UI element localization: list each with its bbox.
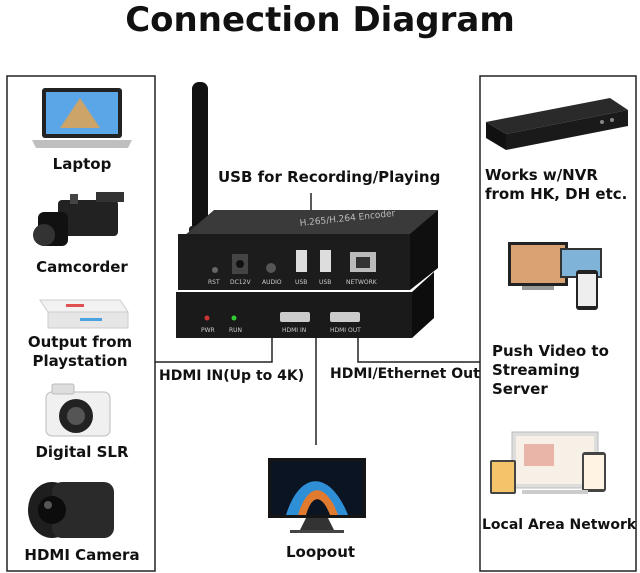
loopout-label: Loopout bbox=[286, 543, 356, 561]
hdmi-out-label: HDMI/Ethernet Out bbox=[330, 366, 480, 382]
port-label-pwr: PWR bbox=[201, 327, 215, 334]
port-label-dc12v: DC12V bbox=[230, 279, 251, 286]
outputs-box bbox=[479, 75, 637, 572]
source-label-laptop: Laptop bbox=[52, 155, 112, 173]
port-label-audio: AUDIO bbox=[262, 279, 282, 286]
dslr-icon bbox=[45, 383, 111, 437]
loopout-monitor-icon bbox=[268, 458, 366, 533]
laptop-icon bbox=[32, 88, 132, 148]
hdmi-out-line bbox=[357, 336, 480, 363]
usb-label: USB for Recording/Playing bbox=[218, 168, 441, 186]
output-label-nvr: Works w/NVR from HK, DH etc. bbox=[485, 166, 628, 203]
port-label-usb-1: USB bbox=[295, 279, 307, 286]
page-title: Connection Diagram bbox=[125, 0, 515, 40]
encoder-device-icon bbox=[176, 210, 438, 338]
hdmi-in-label: HDMI IN(Up to 4K) bbox=[159, 368, 305, 384]
streaming-screens-icon bbox=[508, 242, 602, 310]
sources-box bbox=[6, 75, 156, 572]
output-label-streaming: Push Video to Streaming Server bbox=[492, 342, 609, 398]
port-label-network: NETWORK bbox=[346, 279, 378, 286]
nvr-icon bbox=[486, 98, 628, 150]
port-label-run: RUN bbox=[229, 327, 242, 334]
output-label-lan: Local Area Network bbox=[482, 517, 637, 533]
lan-devices-icon bbox=[490, 431, 606, 494]
port-label-rst: RST bbox=[208, 279, 220, 286]
hdmi-in-line bbox=[155, 336, 273, 363]
source-label-hdmi-camera: HDMI Camera bbox=[24, 546, 140, 564]
camcorder-icon bbox=[33, 192, 124, 246]
port-label-hdmi-in: HDMI IN bbox=[282, 327, 306, 334]
playstation-icon bbox=[39, 299, 129, 329]
port-label-usb-2: USB bbox=[319, 279, 331, 286]
source-label-playstation: Output from Playstation bbox=[27, 333, 133, 370]
source-label-dslr: Digital SLR bbox=[35, 443, 129, 461]
hdmi-camera-icon bbox=[28, 482, 114, 538]
source-label-camcorder: Camcorder bbox=[36, 258, 128, 276]
port-label-hdmi-out: HDMI OUT bbox=[330, 327, 361, 334]
